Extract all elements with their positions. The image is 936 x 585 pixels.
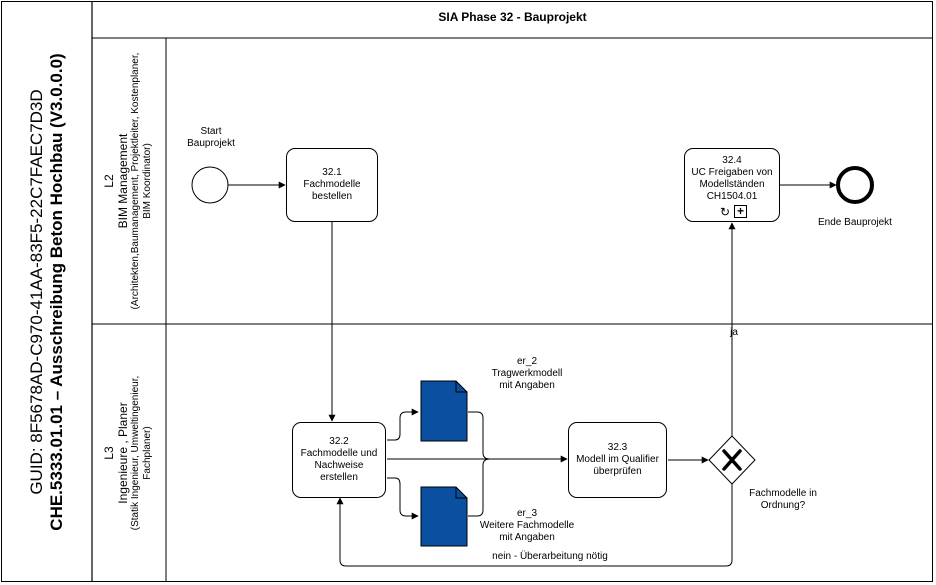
flow-yes-label: ja bbox=[730, 327, 738, 338]
lane-code: L3 bbox=[102, 446, 116, 460]
lane-roles-cont: Fachplaner) bbox=[142, 426, 153, 480]
flow-gateway-no bbox=[336, 484, 733, 567]
document-er-3 bbox=[420, 486, 468, 547]
task-32-2[interactable]: 32.2 Fachmodelle und Nachweise erstellen bbox=[292, 422, 386, 498]
gateway-question-label: Fachmodelle in Ordnung? bbox=[749, 488, 817, 511]
assoc-to-er-3 bbox=[387, 477, 419, 520]
end-event bbox=[836, 166, 874, 204]
lane-label-bim-management: L2 BIM Management (Architekten,Baumanage… bbox=[102, 53, 154, 310]
lane-name: BIM Management bbox=[116, 133, 130, 229]
loop-icon: ↻ bbox=[719, 205, 731, 219]
start-event-label: Start Bauprojekt bbox=[187, 126, 235, 149]
assoc-from-er-3 bbox=[468, 458, 491, 517]
pool-title: SIA Phase 32 - Bauprojekt bbox=[438, 10, 587, 24]
lane-name: Ingenieure , Planer bbox=[116, 402, 130, 504]
guid-text: GUID: 8F5678AD-C970-41AA-83F5-22C7FAEC7D… bbox=[27, 89, 46, 495]
lane-roles-cont: BIM Koordinator) bbox=[142, 143, 153, 219]
start-event bbox=[191, 166, 229, 204]
document-er-3-label: er_3 Weitere Fachmodelle mit Angaben bbox=[479, 508, 575, 543]
lane-label-ingenieure: L3 Ingenieure , Planer (Statik Ingenieur… bbox=[102, 376, 154, 531]
flow-no-label: nein - Überarbeitung nötig bbox=[492, 551, 608, 562]
lane-roles: (Statik Ingenieur, Umweltingenieur, bbox=[130, 375, 141, 531]
task-32-1[interactable]: 32.1 Fachmodelle bestellen bbox=[286, 148, 378, 222]
assoc-to-er-2 bbox=[387, 408, 419, 441]
process-identifier: GUID: 8F5678AD-C970-41AA-83F5-22C7FAEC7D… bbox=[27, 53, 67, 530]
lane-roles: (Architekten,Baumanagement, Projektleite… bbox=[130, 52, 141, 310]
lane-code: L2 bbox=[102, 174, 116, 188]
gateway-x-icon bbox=[722, 449, 742, 471]
process-title: CHE.5333.01.01 – Ausschreibung Beton Hoc… bbox=[47, 53, 66, 531]
assoc-from-er-2 bbox=[468, 411, 491, 460]
end-event-label: Ende Bauprojekt bbox=[818, 217, 892, 228]
task-32-4[interactable]: 32.4 UC Freigaben von Modellständen CH15… bbox=[684, 148, 780, 222]
task-32-3[interactable]: 32.3 Modell im Qualifier überprüfen bbox=[568, 422, 667, 498]
document-er-2 bbox=[420, 380, 468, 442]
document-er-2-label: er_2 Tragwerkmodell mit Angaben bbox=[491, 356, 563, 391]
subprocess-plus-icon: + bbox=[734, 205, 747, 218]
